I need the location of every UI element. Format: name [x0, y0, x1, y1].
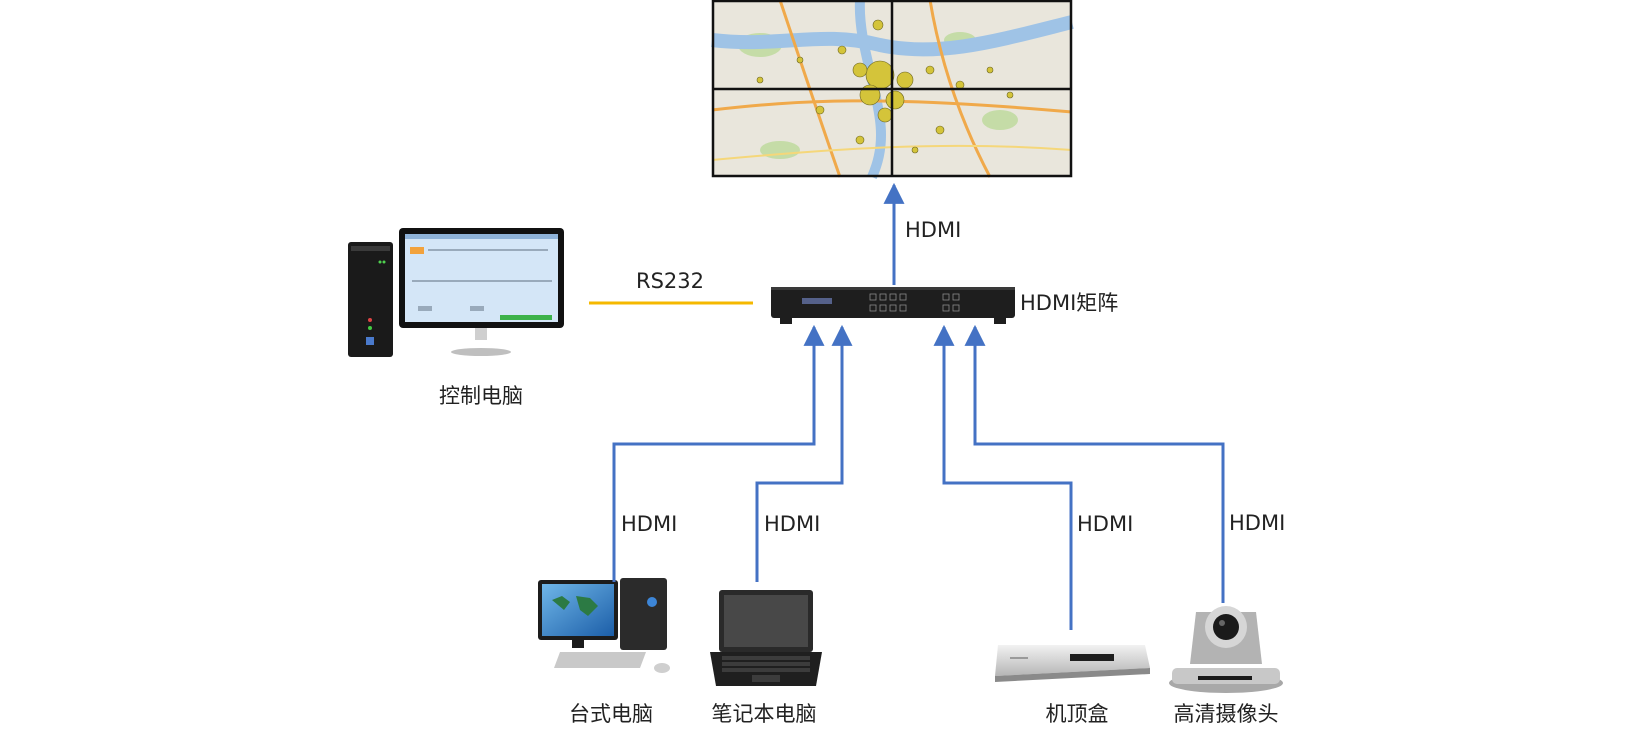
hdmi-out-label: HDMI [905, 218, 962, 242]
hdmi-camera-line [964, 324, 1225, 603]
stb-label: 机顶盒 [1045, 702, 1109, 726]
desktop-computer [538, 578, 670, 673]
hdmi-camera-label: HDMI [1229, 511, 1286, 535]
laptop-label: 笔记本电脑 [711, 702, 817, 726]
hd-camera [1169, 606, 1283, 693]
control-pc-label: 控制电脑 [439, 384, 523, 408]
hdmi-stb-line [933, 324, 1073, 630]
hdmi-stb-label: HDMI [1077, 512, 1134, 536]
set-top-box [995, 645, 1150, 682]
hdmi-desktop-line [612, 324, 825, 582]
desktop-label: 台式电脑 [569, 702, 653, 726]
control-pc [348, 228, 564, 357]
laptop-computer [710, 590, 822, 686]
camera-label: 高清摄像头 [1173, 702, 1279, 726]
rs232-label: RS232 [636, 269, 705, 293]
matrix-label: HDMI矩阵 [1020, 291, 1119, 315]
video-wall [711, 0, 1074, 179]
hdmi-desktop-label: HDMI [621, 512, 678, 536]
hdmi-laptop-label: HDMI [764, 512, 821, 536]
hdmi-matrix [771, 287, 1015, 324]
hdmi-laptop-line [755, 324, 853, 582]
